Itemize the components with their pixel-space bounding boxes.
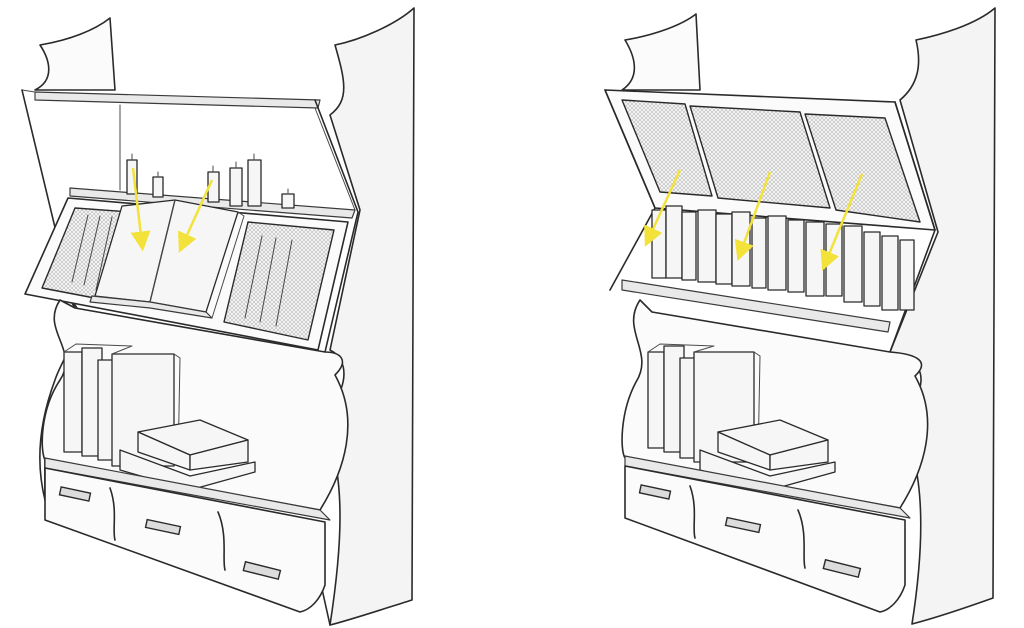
left-top-shelf bbox=[35, 92, 320, 108]
right-bookshelf bbox=[605, 8, 995, 624]
right-left-side bbox=[622, 14, 700, 90]
left-left-side bbox=[35, 18, 115, 90]
left-bookshelf bbox=[22, 8, 414, 625]
